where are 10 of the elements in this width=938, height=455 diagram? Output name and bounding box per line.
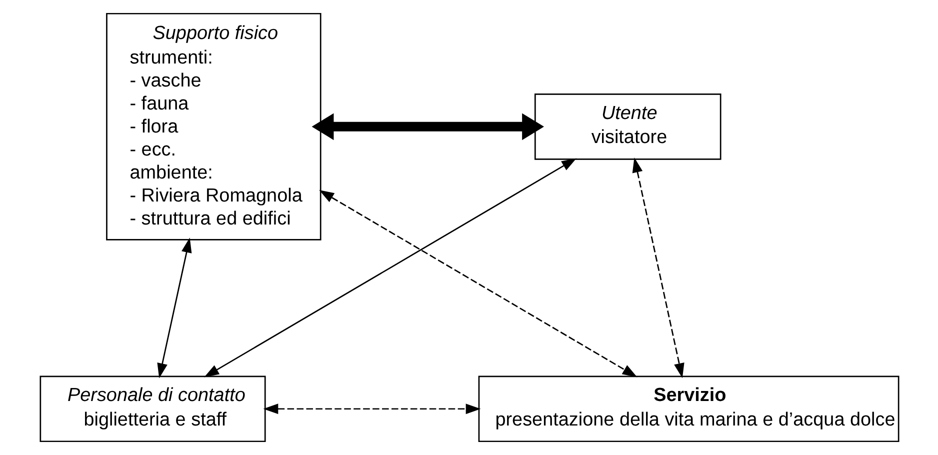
arrow (311, 113, 544, 140)
node-box: Utente visitatore (534, 94, 721, 160)
node-box: Servizio presentazione della vita marina e d’acqua dolce (478, 376, 899, 442)
arrow (318, 190, 637, 378)
arrow (632, 158, 684, 378)
arrow (262, 404, 480, 414)
arrow (156, 238, 192, 378)
node-box: Personale di contatto biglietteria e staff (39, 376, 266, 442)
arrow (204, 158, 576, 378)
node-box: Supporto fisico strumenti: - vasche - fauna - flora - ecc. ambiente: - Riviera Romagnola - struttura ed edifici (106, 12, 321, 240)
